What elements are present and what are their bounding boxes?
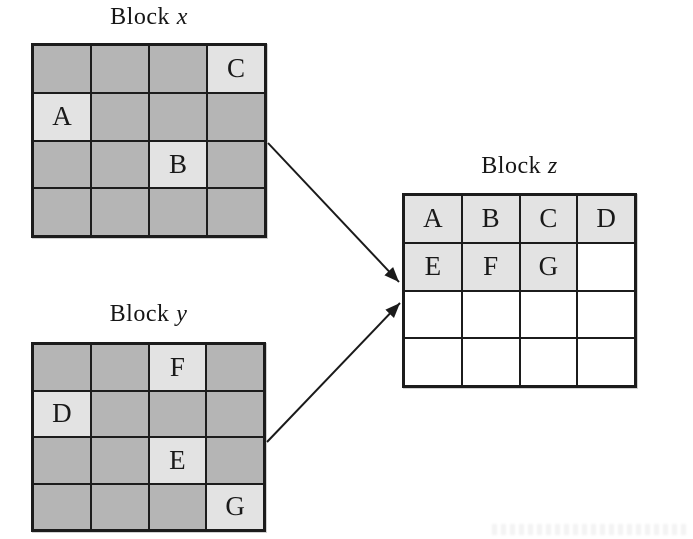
block-z-cell-r0c1: B <box>462 196 519 242</box>
block-z-cell-r3c0 <box>405 339 461 385</box>
block-z-cell-r0c0: A <box>405 196 461 242</box>
block-x-cell-r1c3 <box>208 93 264 140</box>
block-x-cell-r2c3 <box>208 141 264 188</box>
block-x-cell-r3c0 <box>34 189 90 235</box>
block-x-cell-r2c0 <box>34 141 90 188</box>
block-z-cell-r3c2 <box>520 339 577 385</box>
block-z-cell-r1c1: F <box>462 243 519 290</box>
block-x-cell-r0c2 <box>150 46 206 92</box>
arrow-y-to-z <box>266 302 401 443</box>
block-y-cell-r3c3: G <box>207 484 263 529</box>
block-x-cell-r1c2 <box>150 93 206 140</box>
block-y-cell-r2c3 <box>207 438 263 483</box>
block-x-cell-r3c2 <box>150 189 206 235</box>
block-z-cell-r3c1 <box>462 339 519 385</box>
block-z-cell-r1c3 <box>578 243 634 290</box>
block-y-title-word: Block <box>109 301 170 327</box>
block-x-cell-r3c3 <box>208 189 264 235</box>
block-y-cell-r1c3 <box>207 391 263 436</box>
block-x-cell-r3c1 <box>92 189 148 235</box>
block-z-cell-r2c0 <box>405 291 461 338</box>
block-z-title-var: z <box>547 153 558 179</box>
block-z-cell-r2c2 <box>520 291 577 338</box>
block-y-cell-r1c0: D <box>34 391 90 436</box>
block-z-cell-r3c3 <box>578 339 634 385</box>
block-z-cell-r2c1 <box>462 291 519 338</box>
block-y-cell-r2c0 <box>34 438 90 483</box>
block-y-cell-r2c2: E <box>149 438 206 483</box>
block-y-cell-r1c1 <box>91 391 148 436</box>
block-x-cell-r0c3: C <box>208 46 264 92</box>
block-x-title-word: Block <box>110 4 170 30</box>
block-y-title-var: y <box>176 301 188 327</box>
block-y-cell-r3c0 <box>34 484 90 529</box>
block-z-cell-r1c2: G <box>520 243 577 290</box>
block-z-title-word: Block <box>481 153 542 179</box>
block-x-cell-r0c1 <box>92 46 148 92</box>
block-x-grid: C A B <box>31 43 267 238</box>
block-y-cell-r0c1 <box>91 345 148 390</box>
block-z-cell-r1c0: E <box>405 243 461 290</box>
block-x-cell-r1c0: A <box>34 93 90 140</box>
arrow-x-to-z <box>267 142 400 283</box>
block-x-cell-r2c2: B <box>150 141 206 188</box>
block-y-cell-r3c2 <box>149 484 206 529</box>
block-y-cell-r3c1 <box>91 484 148 529</box>
faint-watermark <box>492 524 688 535</box>
block-x-title-var: x <box>176 4 188 30</box>
block-y-cell-r2c1 <box>91 438 148 483</box>
block-y-cell-r0c3 <box>207 345 263 390</box>
block-y-cell-r0c2: F <box>149 345 206 390</box>
block-x-cell-r2c1 <box>92 141 148 188</box>
block-z-cell-r0c2: C <box>520 196 577 242</box>
block-x-cell-r1c1 <box>92 93 148 140</box>
block-x-cell-r0c0 <box>34 46 90 92</box>
block-y-cell-r1c2 <box>149 391 206 436</box>
block-z-cell-r2c3 <box>578 291 634 338</box>
block-z-cell-r0c3: D <box>578 196 634 242</box>
block-y-cell-r0c0 <box>34 345 90 390</box>
